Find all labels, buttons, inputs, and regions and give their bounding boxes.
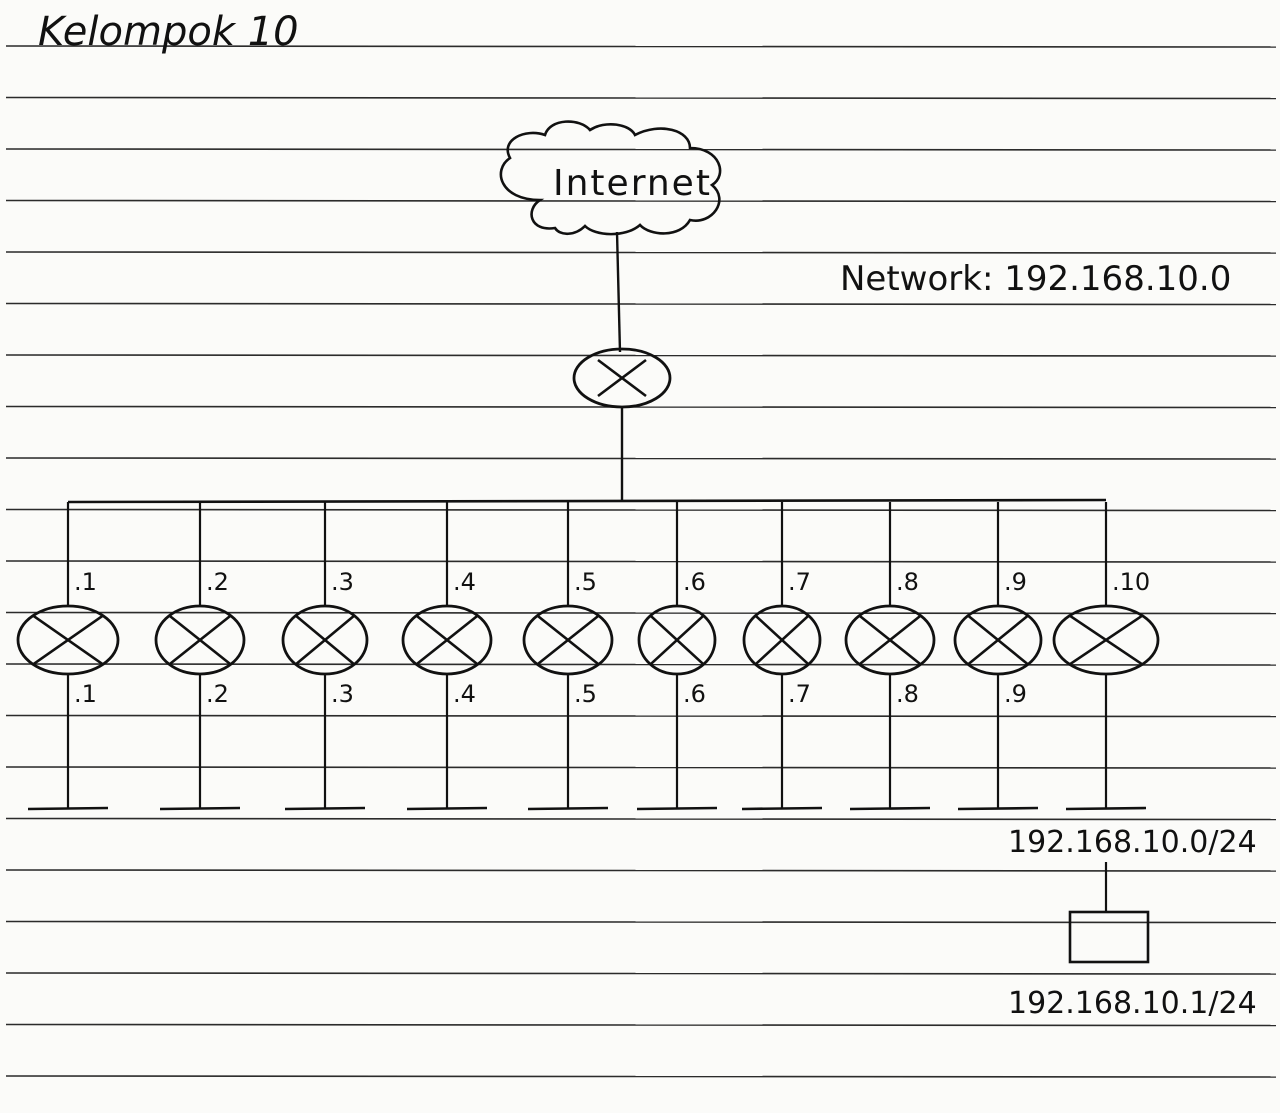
router-icon xyxy=(844,604,936,676)
internet-cloud: Internet xyxy=(499,120,722,236)
page-title: Kelompok 10 xyxy=(38,9,299,55)
internet-label: Internet xyxy=(553,163,712,204)
host-pc-icon xyxy=(1068,910,1150,964)
router-top-label: .6 xyxy=(683,568,706,596)
lan-segment xyxy=(406,806,488,811)
router-icon xyxy=(1052,604,1160,676)
router-icon xyxy=(637,604,717,676)
router-5: .5 .5 xyxy=(522,502,614,811)
router-4: .4 .4 xyxy=(401,502,493,811)
router-top-label: .5 xyxy=(574,568,597,596)
lan-segment xyxy=(849,806,931,811)
router-top-label: .8 xyxy=(896,568,919,596)
network-label: Network: 192.168.10.0 xyxy=(840,259,1231,299)
lan-segment xyxy=(636,806,718,811)
router-9: .9 .9 xyxy=(953,502,1043,811)
lan-segment xyxy=(159,806,241,811)
router-7: .7 .7 xyxy=(741,502,823,811)
router-bottom-label: .4 xyxy=(453,680,476,708)
lan-segment xyxy=(957,806,1039,811)
ruled-lines xyxy=(5,45,1277,1078)
router-group: .1 .1 .2 .2 .3 .3 .4 .4 .5 .5 .6 .6 .7 .7 .8 .8 .9 .9 .10 xyxy=(16,502,1160,811)
router-6: .6 .6 xyxy=(636,502,718,811)
uplink-cable xyxy=(615,231,622,353)
router-8: .8 .8 xyxy=(844,502,936,811)
router-1: .1 .1 xyxy=(16,502,120,811)
router-3: .3 .3 xyxy=(281,502,369,811)
router-bottom-label: .1 xyxy=(74,680,97,708)
router-top-label: .4 xyxy=(453,568,476,596)
router-bottom-label: .7 xyxy=(788,680,811,708)
router-bottom-label: .2 xyxy=(206,680,229,708)
router-bottom-label: .9 xyxy=(1004,680,1027,708)
lan-subnet-label: 192.168.10.0/24 xyxy=(1008,825,1257,860)
router-10: .10 xyxy=(1052,502,1160,811)
main-router-icon xyxy=(572,347,672,409)
router-top-label: .7 xyxy=(788,568,811,596)
router-top-label: .2 xyxy=(206,568,229,596)
lan-segment xyxy=(527,806,609,811)
router-2: .2 .2 xyxy=(154,502,246,811)
backbone-bus xyxy=(67,498,1107,504)
router-top-label: .3 xyxy=(331,568,354,596)
router-bottom-label: .6 xyxy=(683,680,706,708)
lan-segment xyxy=(741,806,823,811)
lan-segment xyxy=(27,806,109,811)
host-ip-label: 192.168.10.1/24 xyxy=(1008,986,1257,1021)
router-bottom-label: .8 xyxy=(896,680,919,708)
router-bottom-label: .5 xyxy=(574,680,597,708)
lan-segment xyxy=(284,806,366,811)
router-icon xyxy=(953,604,1043,676)
router-icon xyxy=(742,604,822,676)
router-bottom-label: .3 xyxy=(331,680,354,708)
cloud-outline xyxy=(499,120,722,236)
lan-segment xyxy=(1065,806,1147,811)
router-top-label: .1 xyxy=(74,568,97,596)
router-top-label: .10 xyxy=(1112,568,1150,596)
router-top-label: .9 xyxy=(1004,568,1027,596)
